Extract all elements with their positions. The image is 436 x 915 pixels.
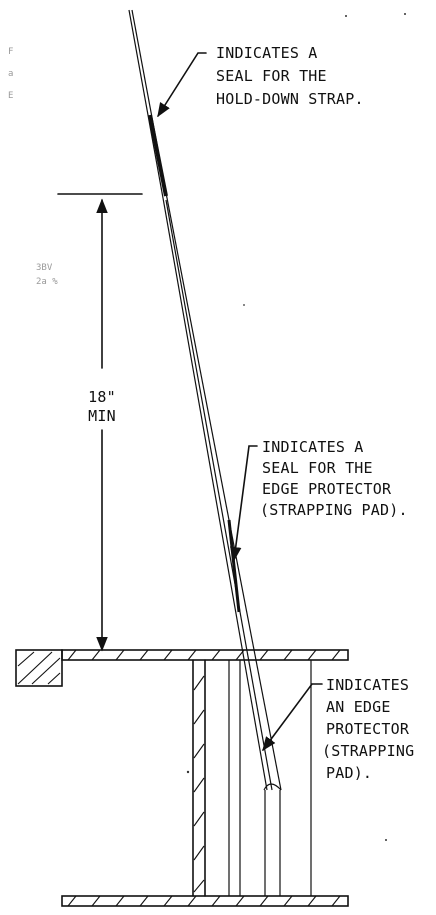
svg-text:E: E: [8, 91, 13, 101]
scan-artifact-mid-left: 3BV 2a %: [36, 263, 58, 287]
callout-edge-protector-line-5: PAD).: [326, 764, 372, 782]
beam-bottom-flange: [61, 895, 349, 907]
svg-text:2a %: 2a %: [36, 277, 58, 287]
edge-protector-seal: [227, 519, 241, 613]
scan-artifact-top-left: F a E: [8, 47, 13, 101]
edge-protector: [165, 199, 282, 791]
beam-top-flange: [61, 649, 349, 661]
callout-edge-protector-line-1: INDICATES: [326, 676, 409, 694]
callout-seal-strap-line-3: HOLD-DOWN STRAP.: [216, 90, 364, 108]
dimension-label: MIN: [88, 407, 116, 425]
callout-seal-strap-line-2: SEAL FOR THE: [216, 67, 327, 85]
leader-seal-strap: [157, 52, 207, 118]
svg-text:F: F: [8, 47, 13, 57]
svg-text:a: a: [8, 69, 13, 79]
callout-seal-edge: INDICATES A SEAL FOR THE EDGE PROTECTOR …: [229, 438, 408, 562]
callout-seal-edge-line-3: EDGE PROTECTOR: [262, 480, 392, 498]
strap-seal: [148, 114, 168, 197]
svg-text:3BV: 3BV: [36, 263, 53, 273]
callout-edge-protector-line-3: PROTECTOR: [326, 720, 410, 738]
scan-specks: [186, 13, 406, 841]
callout-seal-strap-line-1: INDICATES A: [216, 44, 318, 62]
wood-block: [15, 649, 63, 687]
callout-seal-strap: INDICATES A SEAL FOR THE HOLD-DOWN STRAP…: [157, 44, 364, 118]
callout-edge-protector: INDICATES AN EDGE PROTECTOR (STRAPPING P…: [262, 676, 414, 782]
dimension-value: 18": [88, 388, 116, 406]
callout-seal-edge-line-4: (STRAPPING PAD).: [260, 501, 408, 519]
callout-edge-protector-line-4: (STRAPPING: [322, 742, 414, 760]
callout-seal-edge-line-1: INDICATES A: [262, 438, 364, 456]
callout-seal-edge-line-2: SEAL FOR THE: [262, 459, 373, 477]
leader-edge-protector: [262, 683, 323, 752]
callout-edge-protector-line-2: AN EDGE: [326, 698, 391, 716]
beam-stiffeners: [228, 660, 312, 896]
beam-web: [192, 659, 206, 897]
leader-seal-edge: [229, 445, 258, 562]
dimension-18-min: 18" MIN: [57, 193, 143, 652]
